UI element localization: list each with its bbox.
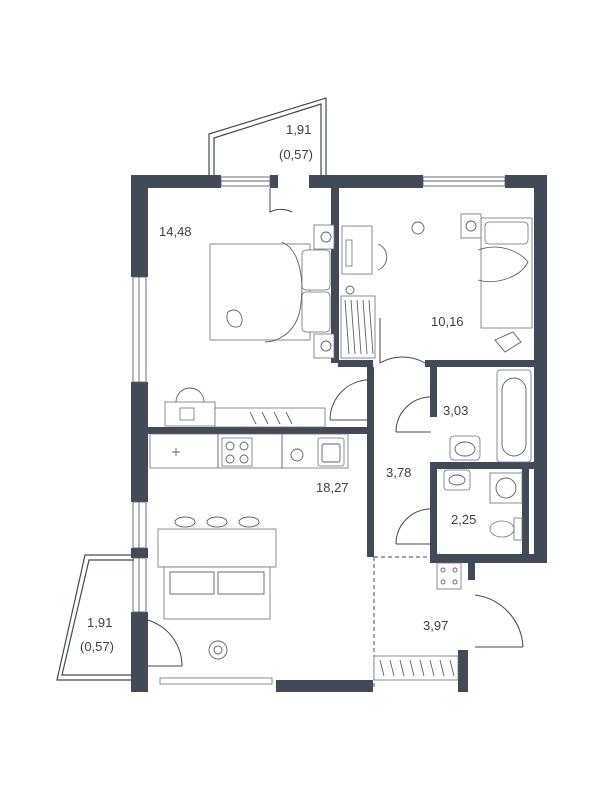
balcony-top [208, 97, 327, 178]
bed-icon [209, 241, 331, 343]
washing-machine-icon [489, 472, 523, 504]
outer-walls [131, 175, 547, 692]
bedroom-area: 14,48 [159, 224, 192, 239]
desk-icon [341, 225, 388, 295]
bedroom-desk-icon [164, 387, 216, 427]
sofa-icon [163, 566, 271, 620]
bathroom-area: 3,03 [443, 403, 468, 418]
sink-icon [443, 469, 471, 491]
sink-icon [290, 437, 345, 467]
balcony-left-area: 1,91 [87, 615, 112, 630]
toilet-icon [489, 517, 523, 541]
dining-table-icon [157, 516, 277, 568]
tv-stand-icon [159, 677, 273, 685]
nightstand-icon [313, 224, 335, 359]
shoe-rack-icon [436, 562, 462, 590]
door-swing-icon [133, 188, 524, 667]
shelf-icon [214, 407, 326, 428]
sink-icon [449, 435, 481, 461]
balcony-left [56, 554, 134, 681]
living-kitchen-area: 18,27 [316, 480, 349, 495]
toy-icon [411, 213, 522, 353]
hall-area: 3,78 [386, 465, 411, 480]
wardrobe-icon [340, 295, 376, 359]
wardrobe-icon [373, 655, 459, 681]
stove-icon [221, 437, 253, 467]
toilet-area: 2,25 [451, 512, 476, 527]
balcony-top-area-outdoor: (0,57) [279, 147, 313, 162]
plant-icon [208, 640, 228, 660]
kids-room-area: 10,16 [431, 314, 464, 329]
inner-walls [148, 188, 534, 557]
bathtub-icon [496, 369, 532, 463]
bed-icon [477, 217, 533, 329]
balcony-top-area: 1,91 [286, 122, 311, 137]
entrance-area: 3,97 [423, 618, 448, 633]
balcony-left-area-outdoor: (0,57) [80, 639, 114, 654]
window-icon [132, 176, 506, 613]
